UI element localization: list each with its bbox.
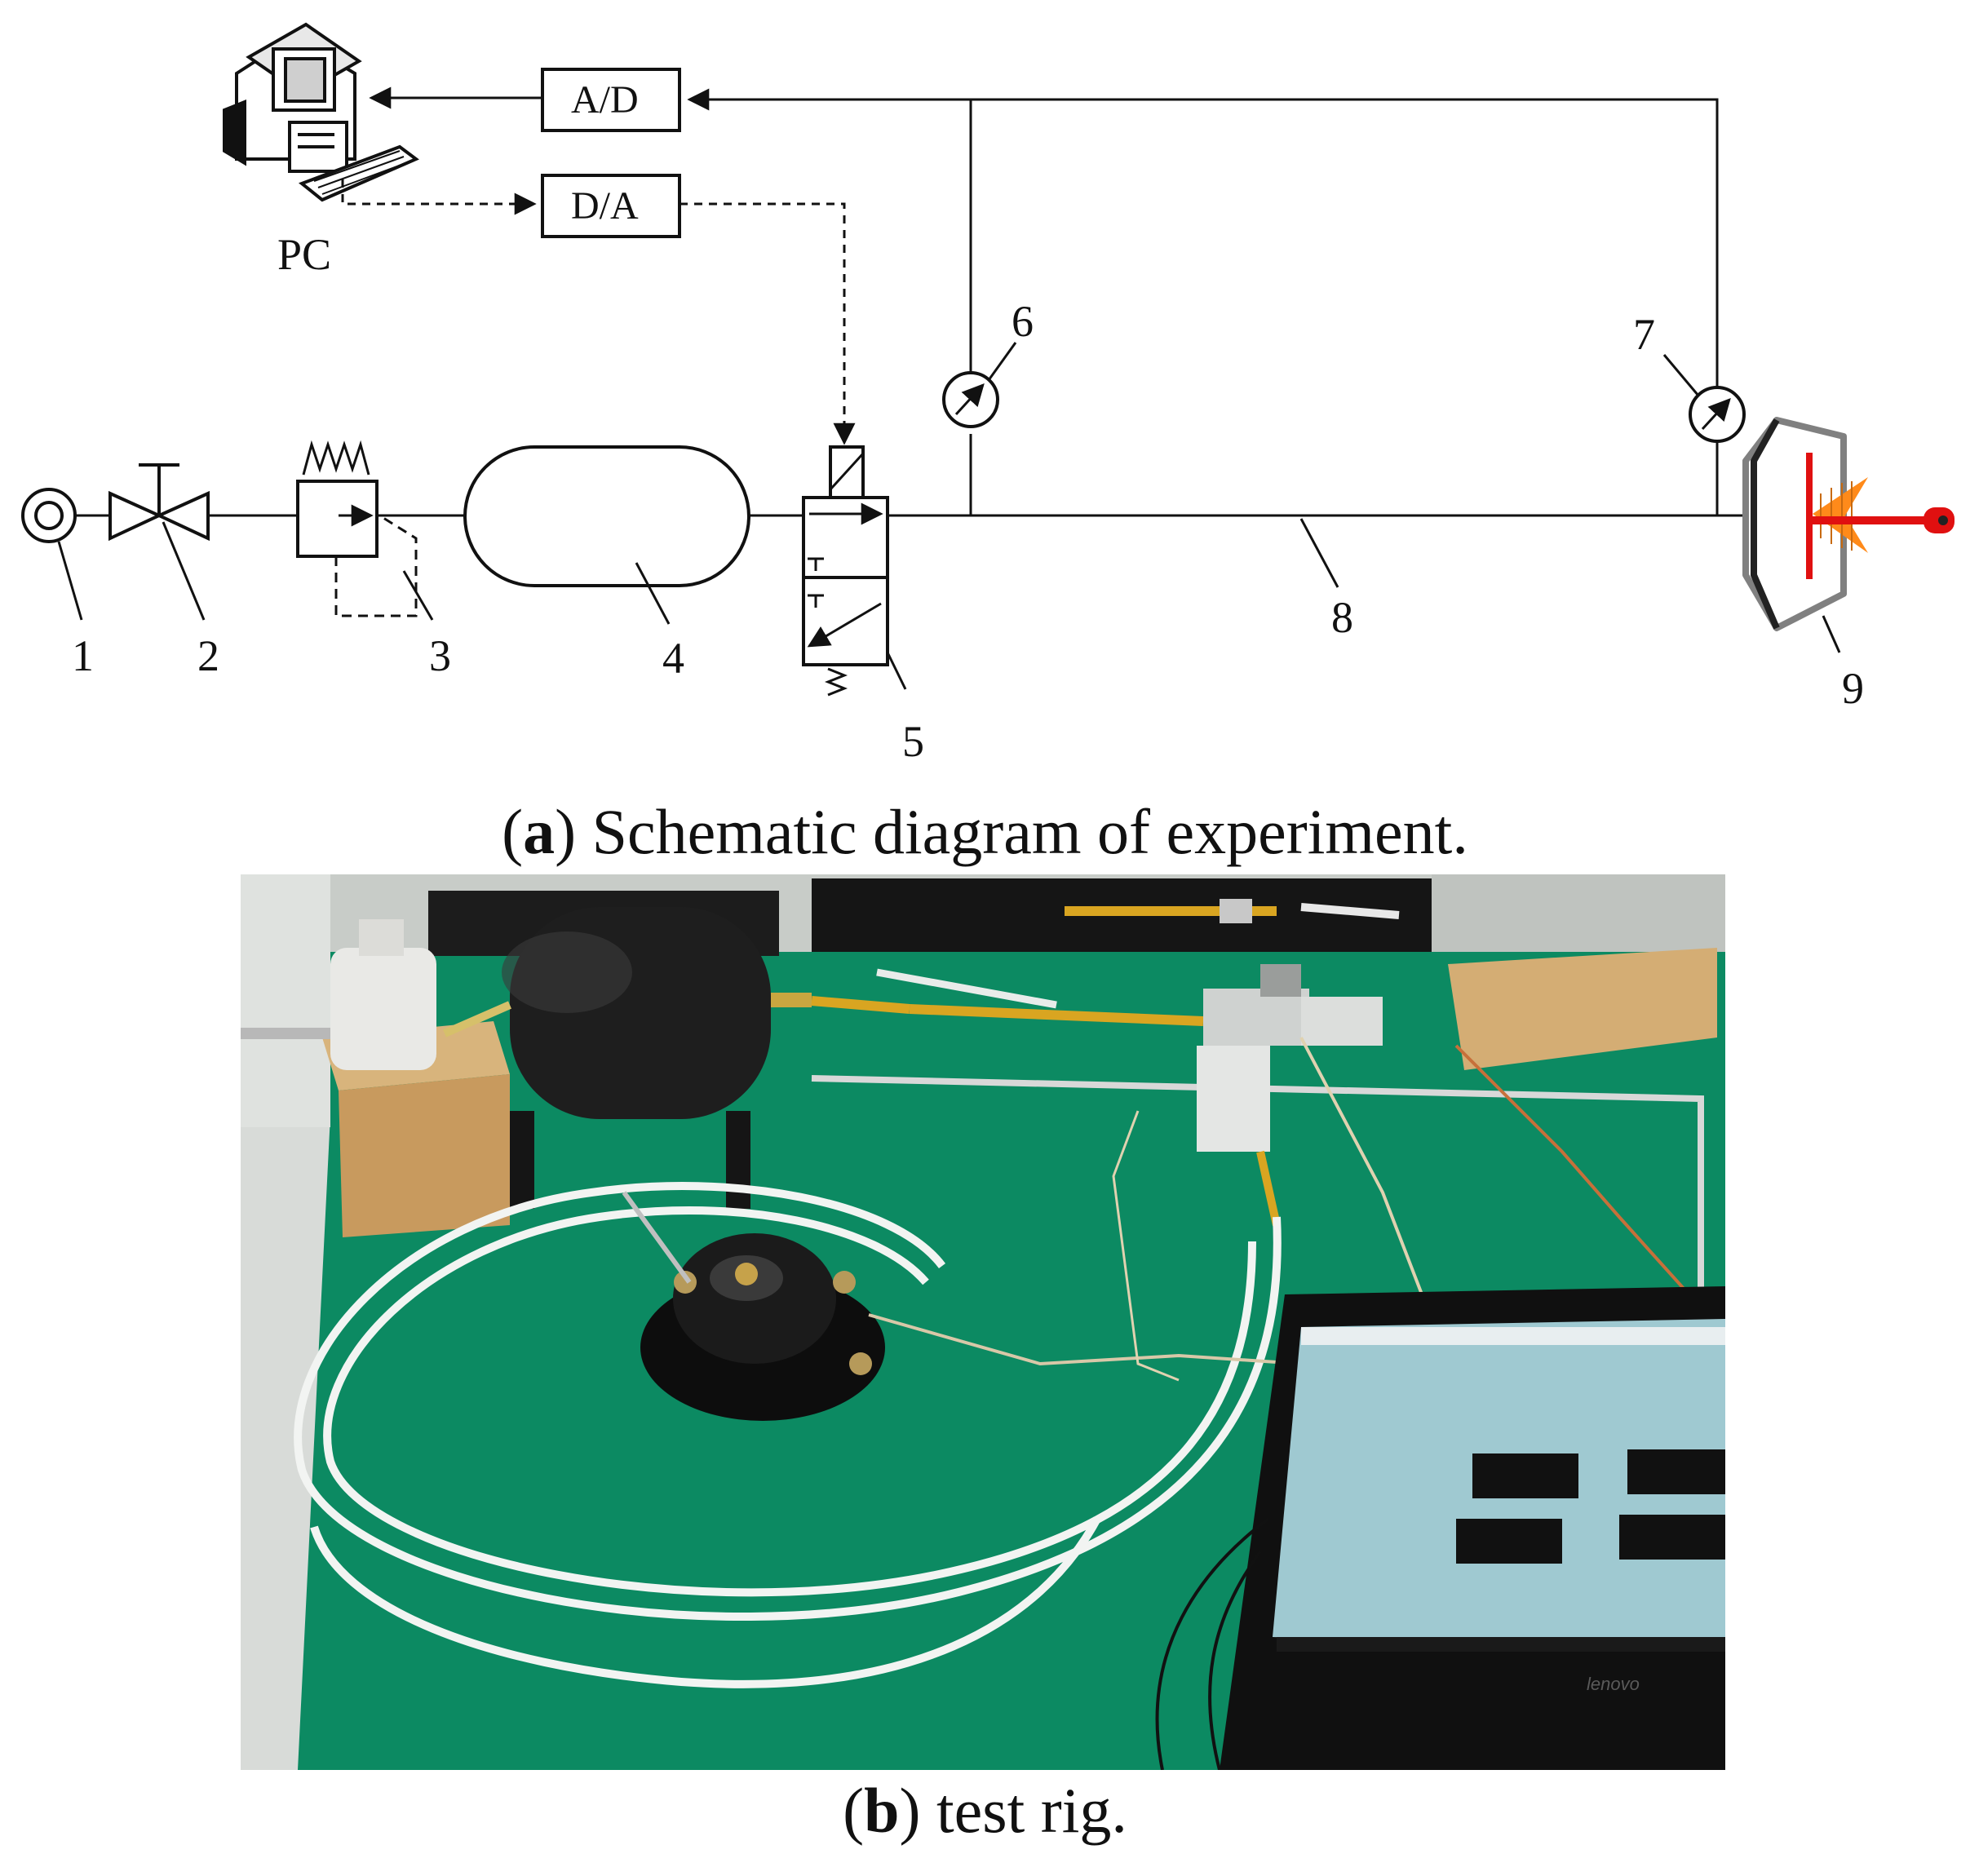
caption-b-letter: b xyxy=(864,1775,900,1846)
stop-valve-symbol xyxy=(108,463,210,542)
air-tank-symbol xyxy=(463,445,750,587)
caption-b: (b) test rig. xyxy=(843,1775,1127,1846)
pc-computer-icon xyxy=(223,22,419,202)
ad-converter-box xyxy=(541,68,681,132)
laptop-brand-label: lenovo xyxy=(1587,1674,1640,1694)
number-3: 3 xyxy=(429,631,451,680)
signal-lines xyxy=(369,86,1719,515)
number-6: 6 xyxy=(1012,297,1034,346)
solenoid-valve xyxy=(1197,964,1383,1152)
air-source-symbol xyxy=(21,488,77,543)
schematic-diagram: PC A/D D/A xyxy=(21,22,1955,766)
da-label: D/A xyxy=(571,184,639,228)
pressure-regulator-symbol xyxy=(296,440,418,617)
caption-a: (a) Schematic diagram of experiment. xyxy=(502,796,1468,867)
caption-a-letter: a xyxy=(523,796,556,867)
number-4: 4 xyxy=(662,634,684,683)
number-2: 2 xyxy=(197,631,219,680)
number-1: 1 xyxy=(72,631,94,680)
pressure-regulator xyxy=(330,948,436,1070)
leader-lines xyxy=(57,342,1841,690)
pressure-gauge-6 xyxy=(942,371,999,428)
test-rig-photo: lenovo xyxy=(241,874,1725,1770)
cardboard-box-right xyxy=(1448,948,1717,1070)
pc-label: PC xyxy=(277,230,331,279)
white-hose-coil xyxy=(294,1182,1282,1688)
ad-label: A/D xyxy=(571,78,639,122)
caption-a-text: Schematic diagram of experiment. xyxy=(576,796,1468,867)
number-9: 9 xyxy=(1842,664,1864,713)
number-5: 5 xyxy=(902,717,924,766)
brake-chamber xyxy=(640,1233,885,1421)
caption-b-text: test rig. xyxy=(920,1775,1127,1846)
component-numbers: 1 2 3 4 5 6 7 8 9 xyxy=(72,297,1864,766)
brake-chamber-symbol xyxy=(1742,417,1955,631)
number-8: 8 xyxy=(1331,593,1353,642)
da-converter-box xyxy=(541,174,681,238)
pressure-gauge-7 xyxy=(1689,386,1746,443)
control-signal-dashed-lines xyxy=(341,179,856,445)
laptop-with-software: lenovo xyxy=(1220,1286,1725,1770)
number-7: 7 xyxy=(1633,310,1655,359)
solenoid-valve-symbol xyxy=(802,445,889,697)
air-tank xyxy=(502,907,812,1209)
